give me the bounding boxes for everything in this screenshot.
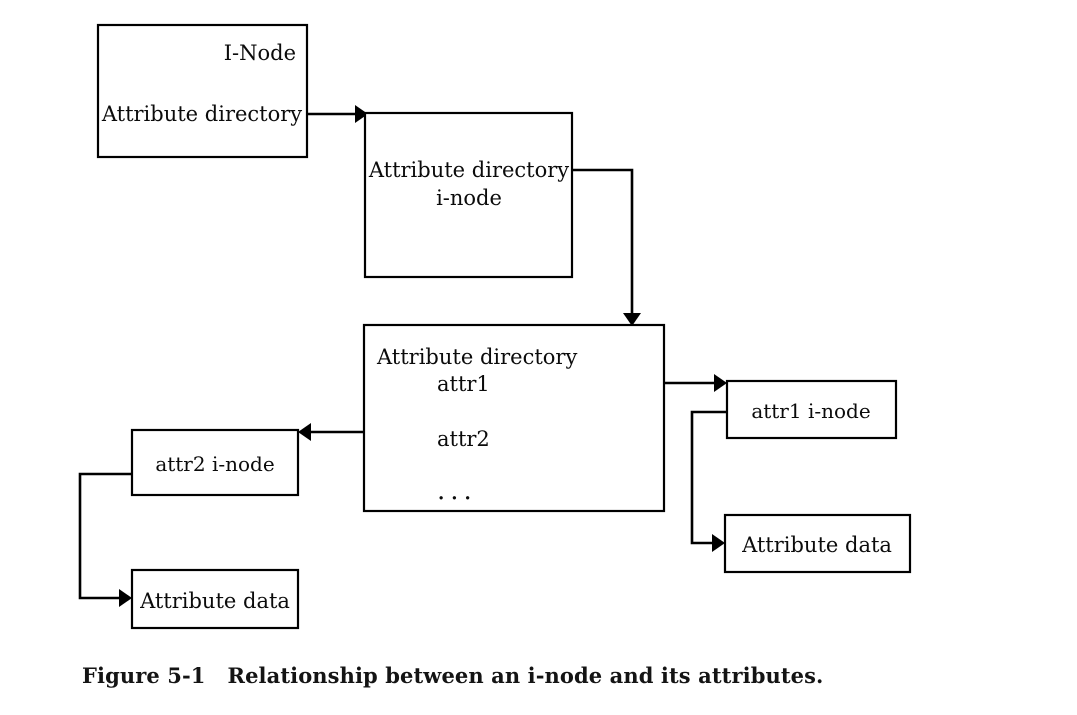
arrowhead-left-icon xyxy=(298,423,311,441)
arrowhead-right-icon xyxy=(714,374,727,392)
attr2-attribute-data-box[interactable]: Attribute data xyxy=(130,568,300,630)
connector-attr1-inode-to-attr1-data xyxy=(690,410,727,552)
attr1-inode-box[interactable]: attr1 i-node xyxy=(725,379,898,440)
attr2-attribute-data-box-outline xyxy=(130,568,300,630)
attr1-attribute-data-box[interactable]: Attribute data xyxy=(723,513,912,574)
connector-line xyxy=(572,168,634,313)
connector-attr-dir-to-attr1-inode xyxy=(664,374,727,392)
arrowhead-right-icon xyxy=(355,105,368,123)
connector-inode-to-attr-dir-inode xyxy=(307,105,368,123)
attribute-directory-box-outline xyxy=(362,323,666,513)
attribute-directory-inode-box[interactable]: Attribute directory i-node xyxy=(363,111,574,279)
connector-attr-dir-inode-to-attr-dir xyxy=(572,168,641,326)
attr2-inode-box[interactable]: attr2 i-node xyxy=(130,428,300,497)
connector-attr-dir-to-attr2-inode xyxy=(298,423,364,441)
attr2-inode-box-outline xyxy=(130,428,300,497)
connector-attr2-inode-to-attr2-data xyxy=(78,472,132,607)
attr1-inode-box-outline xyxy=(725,379,898,440)
inode-box-subtitle: Attribute directory xyxy=(101,102,302,126)
figure-caption-number: Figure 5-1 xyxy=(82,663,206,688)
attr1-attribute-data-box-outline xyxy=(723,513,912,574)
arrowhead-down-icon xyxy=(623,313,641,326)
connector-line xyxy=(78,472,132,600)
connector-line xyxy=(690,410,727,545)
attr2-inode-label: attr2 i-node xyxy=(155,452,274,476)
inode-box[interactable]: I-Node Attribute directory xyxy=(96,23,309,159)
attr2-attribute-data-label: Attribute data xyxy=(139,589,290,613)
attr1-inode-label: attr1 i-node xyxy=(751,399,870,423)
figure-caption-text: Relationship between an i-node and its a… xyxy=(227,663,824,688)
attr1-attribute-data-label: Attribute data xyxy=(741,533,892,557)
inode-box-outline xyxy=(96,23,309,159)
attribute-directory-ellipsis: ... xyxy=(437,476,477,506)
attribute-directory-inode-box-outline xyxy=(363,111,574,279)
attribute-directory-inode-line1: Attribute directory xyxy=(368,158,569,182)
attribute-directory-entry-attr2: attr2 xyxy=(437,427,490,451)
attribute-directory-entry-attr1: attr1 xyxy=(437,372,490,396)
attribute-directory-box[interactable]: Attribute directory attr1 attr2 ... xyxy=(362,323,666,513)
figure-caption: Figure 5-1 Relationship between an i-node… xyxy=(82,663,823,688)
attribute-directory-title: Attribute directory xyxy=(376,345,577,369)
attribute-directory-inode-line2: i-node xyxy=(436,186,502,210)
arrowhead-right-icon xyxy=(712,534,725,552)
arrowhead-right-icon xyxy=(119,589,132,607)
inode-box-title: I-Node xyxy=(224,41,296,65)
